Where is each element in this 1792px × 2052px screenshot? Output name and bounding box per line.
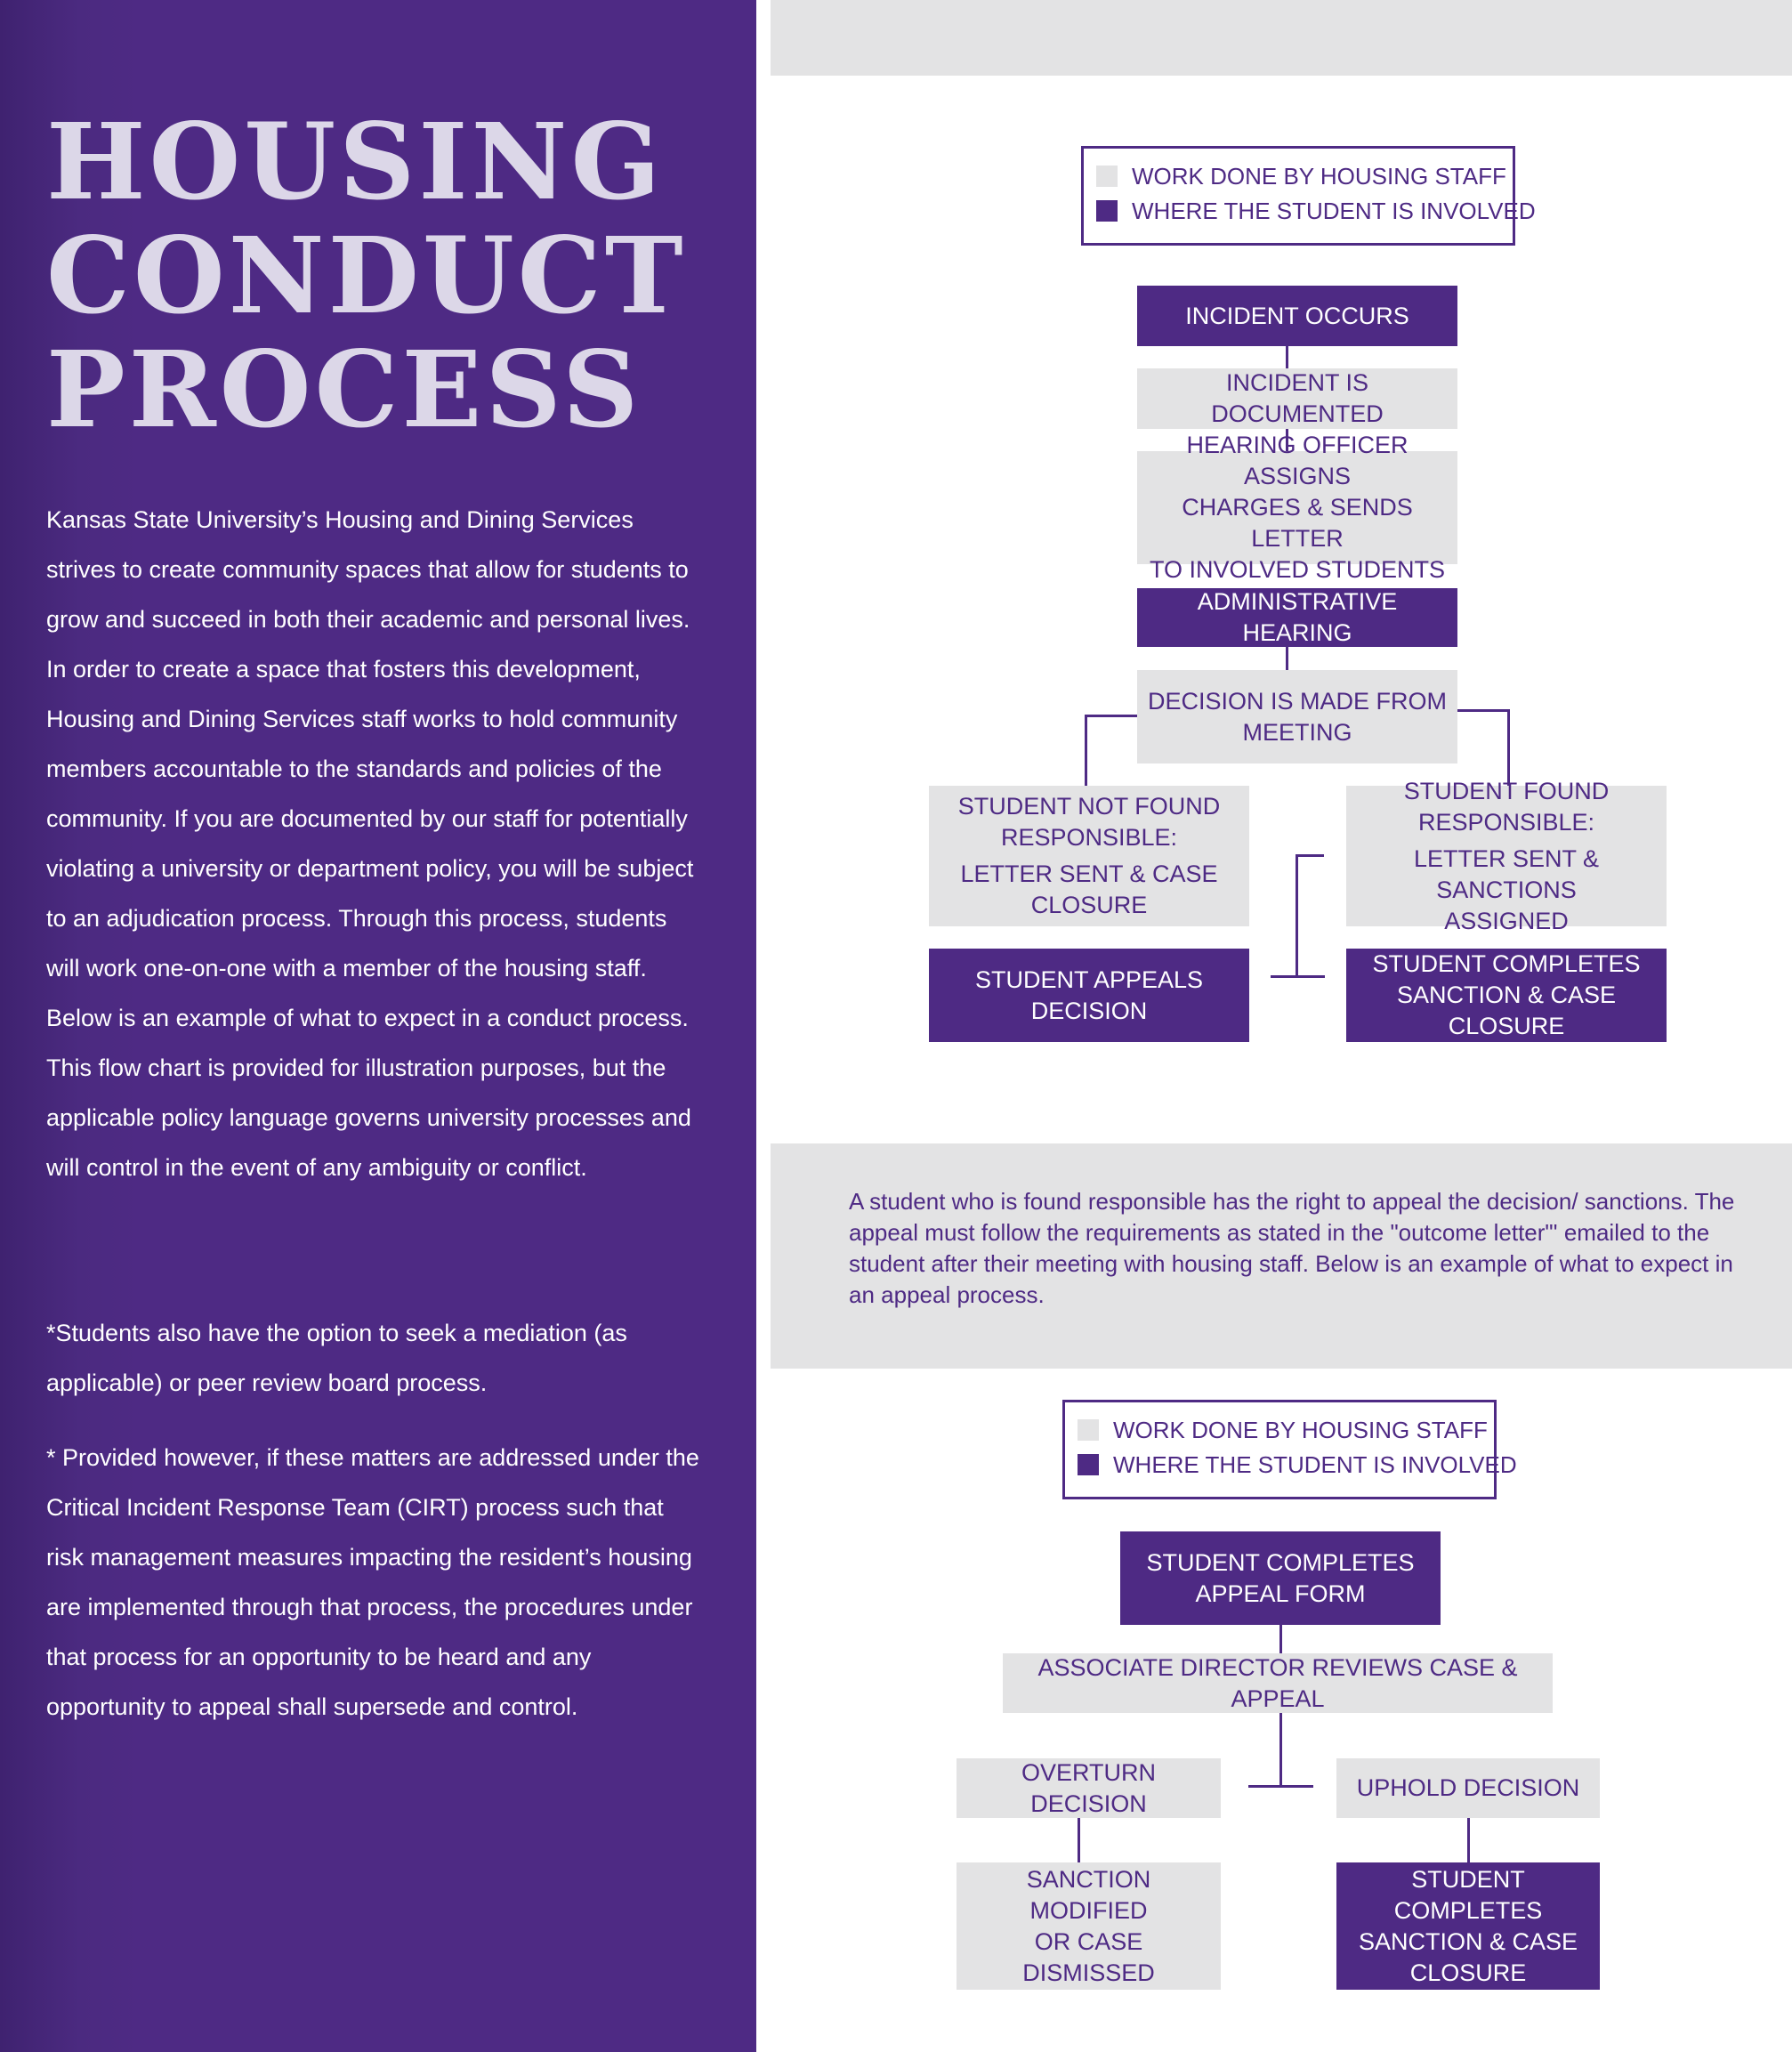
top-gray-bar (771, 0, 1792, 76)
connector-line (1085, 715, 1137, 717)
hearing-officer-box: HEARING OFFICER ASSIGNS CHARGES & SENDS … (1137, 432, 1457, 583)
legend-staff-row: WORK DONE BY HOUSING STAFF (1096, 161, 1506, 191)
connector-line (1467, 1818, 1470, 1862)
incident-documented-label: INCIDENT IS DOCUMENTED (1211, 369, 1384, 427)
decision-made-box: DECISION IS MADE FROM MEETING (1137, 670, 1457, 763)
cirt-note: * Provided however, if these matters are… (46, 1444, 699, 1720)
legend-appeal: WORK DONE BY HOUSING STAFF WHERE THE STU… (1062, 1400, 1517, 1499)
student-appeals-label: STUDENT APPEALS DECISION (974, 965, 1204, 1024)
not-responsible-heading: STUDENT NOT FOUND RESPONSIBLE: (957, 793, 1221, 851)
hearing-officer-label: HEARING OFFICER ASSIGNS CHARGES & SENDS … (1149, 432, 1446, 583)
connector-line (1085, 715, 1087, 786)
responsible-detail: LETTER SENT & SANCTIONS ASSIGNED (1413, 844, 1600, 934)
sanction-modified-label: SANCTION MODIFIED OR CASE DISMISSED (1022, 1865, 1155, 1986)
connector-line (1296, 854, 1324, 857)
student-appeals-box: STUDENT APPEALS DECISION (929, 949, 1249, 1042)
decision-made-label: DECISION IS MADE FROM MEETING (1147, 687, 1448, 746)
purple-swatch (1096, 200, 1118, 222)
intro-paragraph: Kansas State University’s Housing and Di… (46, 506, 694, 1181)
left-panel (0, 0, 756, 2052)
sanction-modified-box: SANCTION MODIFIED OR CASE DISMISSED (957, 1862, 1221, 1990)
connector-line (1286, 647, 1288, 670)
uphold-box: UPHOLD DECISION (1336, 1758, 1600, 1818)
connector-line (1296, 854, 1298, 978)
director-reviews-label: ASSOCIATE DIRECTOR REVIEWS CASE & APPEAL (1037, 1653, 1518, 1712)
legend-staff-row: WORK DONE BY HOUSING STAFF (1078, 1415, 1488, 1445)
legend-staff-label: WORK DONE BY HOUSING STAFF (1113, 1416, 1488, 1443)
connector-line (1507, 709, 1510, 786)
appeal-intro-band (771, 1143, 1792, 1369)
not-responsible-detail: LETTER SENT & CASE CLOSURE (960, 860, 1218, 918)
title-line-1: HOUSING (46, 100, 665, 223)
legend-student-row: WHERE THE STUDENT IS INVOLVED (1078, 1450, 1517, 1480)
legend-student-row: WHERE THE STUDENT IS INVOLVED (1096, 196, 1536, 226)
appeal-form-label: STUDENT COMPLETES APPEAL FORM (1146, 1548, 1415, 1607)
responsible-heading: STUDENT FOUND RESPONSIBLE: (1403, 777, 1610, 836)
director-reviews-box: ASSOCIATE DIRECTOR REVIEWS CASE & APPEAL (1003, 1653, 1553, 1713)
student-completes-label: STUDENT COMPLETES SANCTION & CASE CLOSUR… (1372, 950, 1641, 1039)
connector-line (1286, 429, 1288, 451)
connector-line (1078, 1818, 1080, 1862)
not-responsible-box: STUDENT NOT FOUND RESPONSIBLE: LETTER SE… (929, 786, 1249, 926)
incident-occurs-box: INCIDENT OCCURS (1137, 286, 1457, 346)
completes-sanction-box: STUDENT COMPLETES SANCTION & CASE CLOSUR… (1336, 1862, 1600, 1990)
incident-occurs-label: INCIDENT OCCURS (1185, 302, 1409, 329)
incident-documented-box: INCIDENT IS DOCUMENTED (1137, 368, 1457, 429)
appeal-intro-text: A student who is found responsible has t… (849, 1188, 1735, 1308)
legend-conduct: WORK DONE BY HOUSING STAFF WHERE THE STU… (1081, 146, 1536, 246)
overturn-label: OVERTURN DECISION (1021, 1758, 1157, 1817)
connector-line (1286, 346, 1288, 368)
student-completes-box: STUDENT COMPLETES SANCTION & CASE CLOSUR… (1346, 949, 1667, 1042)
connector-line (1279, 1713, 1282, 1787)
legend-student-label: WHERE THE STUDENT IS INVOLVED (1113, 1450, 1517, 1478)
gray-swatch (1078, 1419, 1099, 1441)
completes-sanction-label: STUDENT COMPLETES SANCTION & CASE CLOSUR… (1358, 1865, 1578, 1986)
overturn-box: OVERTURN DECISION (957, 1758, 1221, 1818)
mediation-note: *Students also have the option to seek a… (46, 1320, 627, 1396)
appeal-form-box: STUDENT COMPLETES APPEAL FORM (1120, 1531, 1441, 1625)
title-line-3: PROCESS (46, 327, 642, 451)
connector-line (1279, 1625, 1282, 1653)
purple-swatch (1078, 1454, 1099, 1475)
responsible-box: STUDENT FOUND RESPONSIBLE: LETTER SENT &… (1346, 778, 1667, 934)
uphold-label: UPHOLD DECISION (1356, 1774, 1580, 1801)
legend-student-label: WHERE THE STUDENT IS INVOLVED (1132, 197, 1536, 224)
administrative-hearing-label: ADMINISTRATIVE HEARING (1197, 588, 1398, 646)
connector-line (1248, 1785, 1313, 1788)
connector-line (1457, 709, 1510, 712)
legend-staff-label: WORK DONE BY HOUSING STAFF (1132, 162, 1506, 190)
administrative-hearing-box: ADMINISTRATIVE HEARING (1137, 588, 1457, 647)
gray-swatch (1096, 166, 1118, 187)
title-line-2: CONDUCT (46, 214, 687, 337)
page-title: HOUSING CONDUCT PROCESS (46, 105, 740, 447)
